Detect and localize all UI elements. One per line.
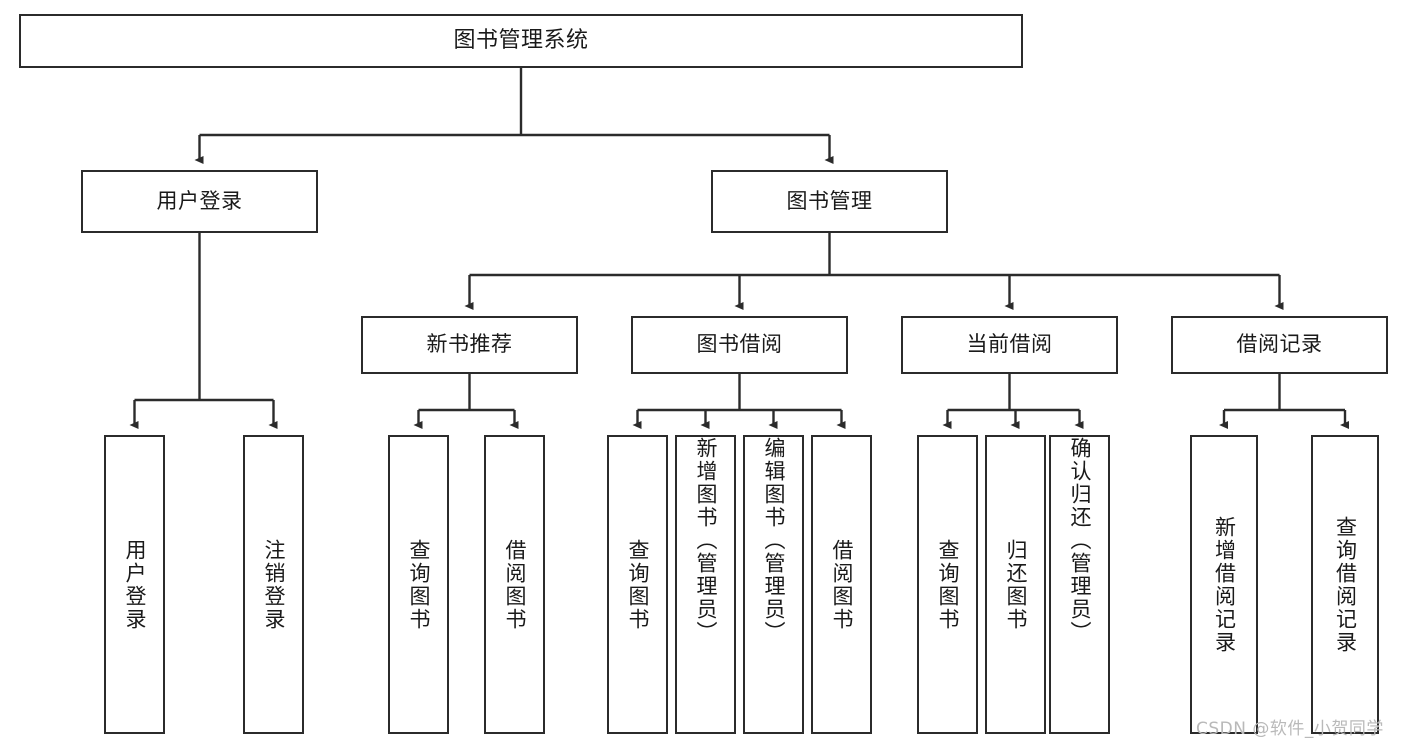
leaf-borrow-book-label: 借阅图书 — [830, 538, 854, 631]
leaf-confirm-return-admin-label: 确认归还（管理员） — [1068, 437, 1092, 644]
node-book-management[interactable]: 图书管理 — [711, 170, 948, 233]
leaf-query-book-recommend[interactable]: 查询图书 — [388, 435, 449, 734]
leaf-query-book-recommend-label: 查询图书 — [407, 538, 431, 631]
leaf-borrow-book[interactable]: 借阅图书 — [811, 435, 872, 734]
node-borrow-record[interactable]: 借阅记录 — [1171, 316, 1388, 374]
node-user-login-label: 用户登录 — [156, 188, 243, 213]
leaf-edit-book-admin-label: 编辑图书（管理员） — [762, 437, 786, 644]
node-root-label: 图书管理系统 — [453, 27, 589, 53]
node-book-borrow-label: 图书借阅 — [696, 332, 783, 357]
leaf-borrow-book-recommend-label: 借阅图书 — [503, 538, 527, 631]
leaf-query-book-current[interactable]: 查询图书 — [917, 435, 978, 734]
node-root[interactable]: 图书管理系统 — [19, 14, 1023, 68]
leaf-edit-book-admin[interactable]: 编辑图书（管理员） — [743, 435, 804, 734]
leaf-query-book-borrow[interactable]: 查询图书 — [607, 435, 668, 734]
leaf-query-borrow-record[interactable]: 查询借阅记录 — [1311, 435, 1379, 734]
node-current-borrow-label: 当前借阅 — [966, 332, 1053, 357]
node-current-borrow[interactable]: 当前借阅 — [901, 316, 1118, 374]
leaf-query-borrow-record-label: 查询借阅记录 — [1333, 515, 1358, 654]
leaf-borrow-book-recommend[interactable]: 借阅图书 — [484, 435, 545, 734]
node-new-book-recommend[interactable]: 新书推荐 — [361, 316, 578, 374]
leaf-user-login[interactable]: 用户登录 — [104, 435, 165, 734]
leaf-confirm-return-admin[interactable]: 确认归还（管理员） — [1049, 435, 1110, 734]
watermark: CSDN @软件_小贺同学 — [1196, 719, 1384, 739]
leaf-logout[interactable]: 注销登录 — [243, 435, 304, 734]
leaf-add-borrow-record[interactable]: 新增借阅记录 — [1190, 435, 1258, 734]
leaf-add-book-admin-label: 新增图书（管理员） — [694, 437, 718, 644]
leaf-user-login-label: 用户登录 — [123, 538, 147, 631]
leaf-add-borrow-record-label: 新增借阅记录 — [1212, 515, 1237, 654]
leaf-add-book-admin[interactable]: 新增图书（管理员） — [675, 435, 736, 734]
leaf-query-book-current-label: 查询图书 — [936, 538, 960, 631]
leaf-return-book-label: 归还图书 — [1004, 538, 1028, 631]
node-book-management-label: 图书管理 — [786, 188, 873, 213]
node-book-borrow[interactable]: 图书借阅 — [631, 316, 848, 374]
node-borrow-record-label: 借阅记录 — [1236, 332, 1323, 357]
leaf-query-book-borrow-label: 查询图书 — [626, 538, 650, 631]
node-new-book-recommend-label: 新书推荐 — [426, 332, 513, 357]
node-user-login[interactable]: 用户登录 — [81, 170, 318, 233]
leaf-logout-label: 注销登录 — [262, 538, 286, 631]
leaf-return-book[interactable]: 归还图书 — [985, 435, 1046, 734]
